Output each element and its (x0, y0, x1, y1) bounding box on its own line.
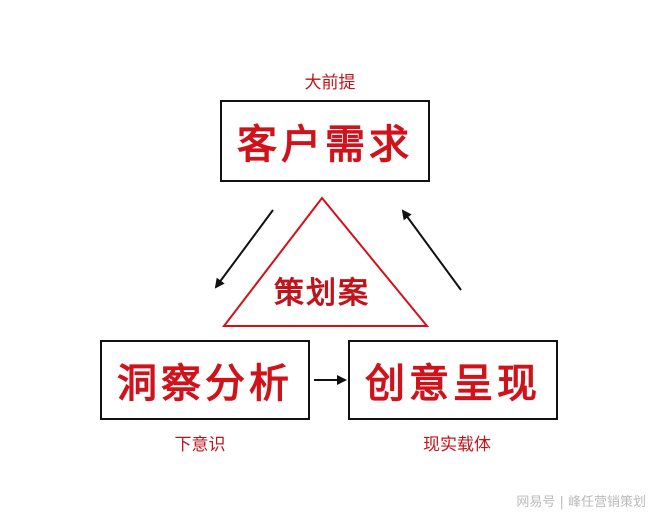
insight-analysis-box: 洞察分析 (100, 340, 310, 420)
arrow-right-to-top (401, 209, 462, 291)
arrow-top-to-left (214, 209, 274, 289)
top-caption: 大前提 (304, 73, 356, 93)
right-caption: 现实载体 (423, 435, 491, 455)
plan-label: 策划案 (274, 276, 370, 311)
triangle (221, 196, 430, 327)
customer-needs-box: 客户需求 (220, 100, 430, 182)
watermark: 网易号 | 峰任营销策划 (516, 495, 646, 510)
creative-presentation-box: 创意呈现 (348, 340, 558, 420)
left-caption: 下意识 (174, 435, 226, 455)
